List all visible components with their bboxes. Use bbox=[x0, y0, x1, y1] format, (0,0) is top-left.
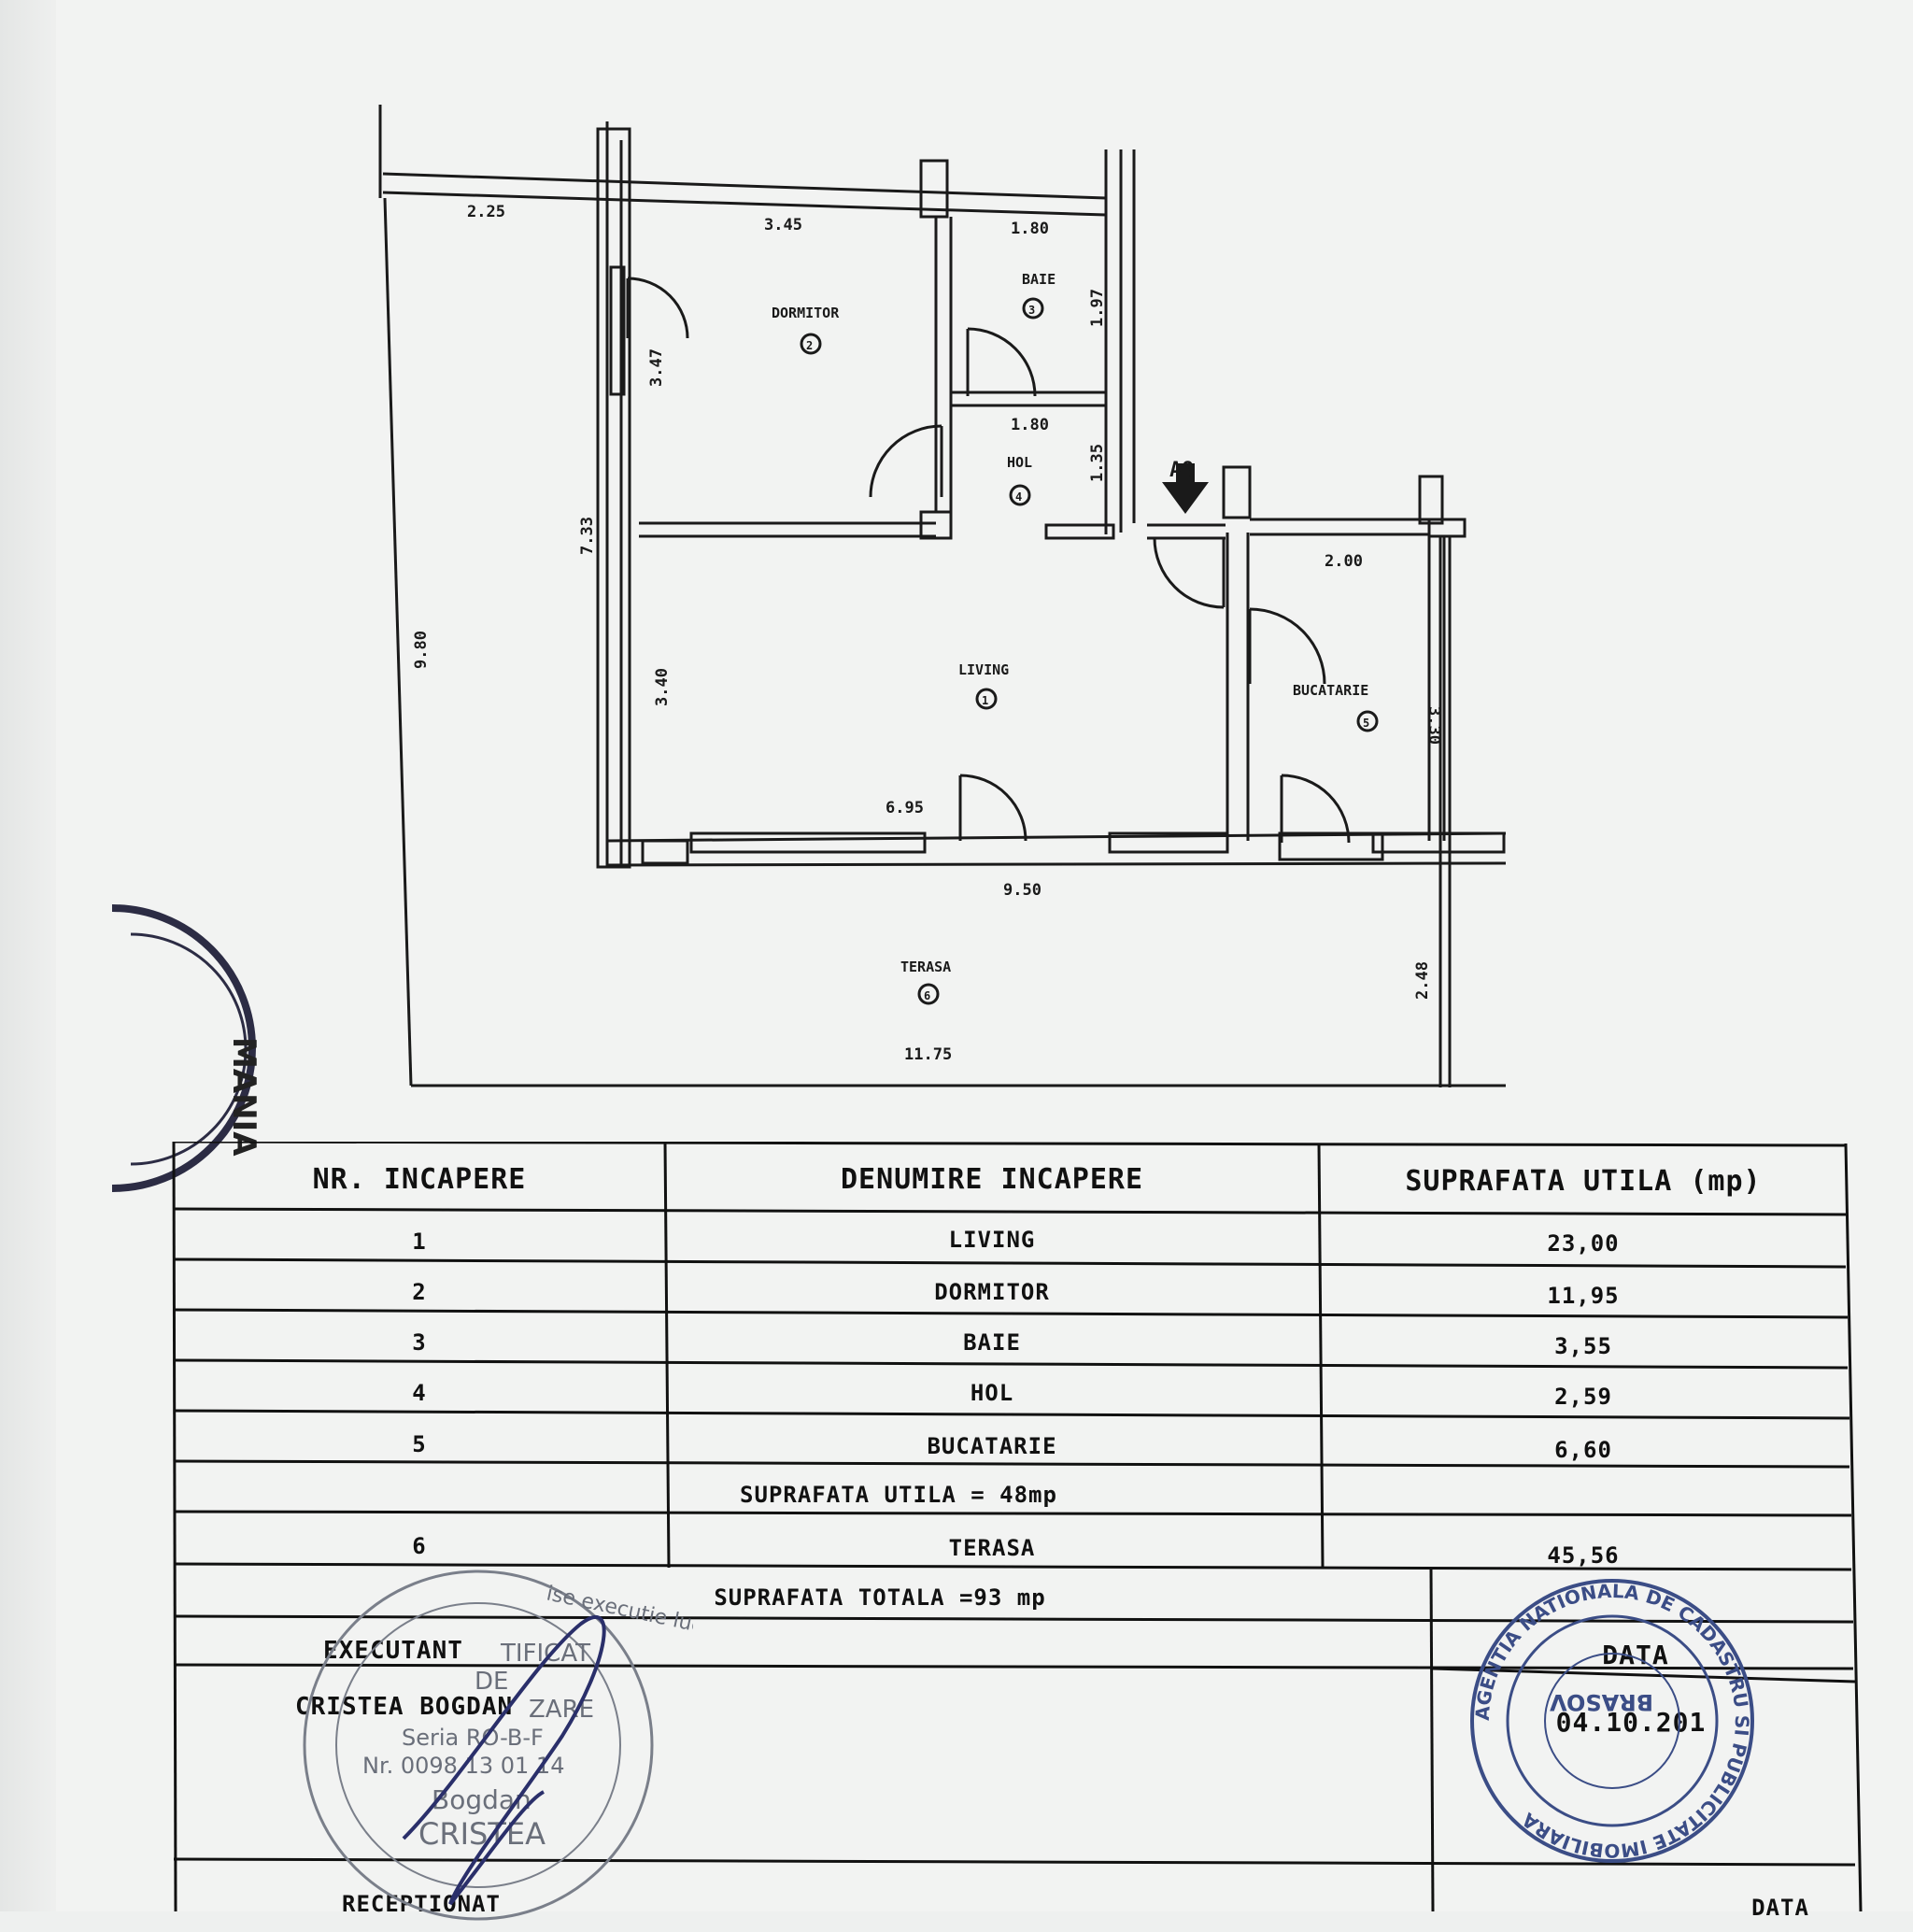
row-4-area: 2,59 bbox=[1554, 1384, 1612, 1410]
room-number-5: 5 bbox=[1363, 717, 1369, 730]
total-row: SUPRAFATA TOTALA =93 mp bbox=[714, 1584, 1046, 1611]
row-6-name: TERASA bbox=[948, 1535, 1036, 1561]
dim-2-00: 2.00 bbox=[1325, 552, 1363, 571]
row-3-nr: 3 bbox=[412, 1329, 427, 1356]
subtotal-row: SUPRAFATA UTILA = 48mp bbox=[740, 1482, 1057, 1508]
dim-11-75: 11.75 bbox=[904, 1045, 952, 1064]
room-number-1: 1 bbox=[982, 694, 988, 707]
room-label-terasa: TERASA bbox=[900, 959, 951, 975]
edge-stamp: MANIA bbox=[111, 904, 262, 1192]
agency-stamp-inner: BRASOV bbox=[1550, 1689, 1653, 1715]
agency-stamp: AGENTIA NATIONALA DE CADASTRU SI PUBLICI… bbox=[1470, 1579, 1754, 1863]
executant-stamp: ise executie lucrari de cadastru TIFICAT… bbox=[303, 1570, 693, 1921]
executant-label: EXECUTANT bbox=[323, 1637, 463, 1665]
dim-2-48: 2.48 bbox=[1413, 961, 1432, 1000]
row-2-nr: 2 bbox=[412, 1279, 427, 1305]
stamp-line-2: DE bbox=[475, 1668, 508, 1696]
room-number-2: 2 bbox=[806, 339, 813, 352]
signature bbox=[402, 1615, 606, 1906]
row-5-name: BUCATARIE bbox=[927, 1433, 1057, 1459]
dim-9-80: 9.80 bbox=[412, 631, 431, 669]
row-2-name: DORMITOR bbox=[934, 1279, 1050, 1305]
header-nr: NR. INCAPERE bbox=[312, 1162, 527, 1196]
row-3-name: BAIE bbox=[963, 1329, 1021, 1356]
dim-3-45: 3.45 bbox=[764, 216, 802, 234]
stamp-line-4: Seria RO-B-F bbox=[402, 1725, 544, 1751]
dim-3-47: 3.47 bbox=[647, 348, 666, 387]
row-6-area: 45,56 bbox=[1547, 1542, 1620, 1569]
dim-2-25: 2.25 bbox=[467, 203, 505, 221]
floor-plan: A9 DORMITOR BAIE HOL LIVING BUCATARIE TE… bbox=[378, 105, 1507, 1087]
header-suprafata: SUPRAFATA UTILA (mp) bbox=[1405, 1164, 1762, 1198]
room-label-bucatarie: BUCATARIE bbox=[1293, 682, 1368, 699]
header-denumire: DENUMIRE INCAPERE bbox=[840, 1162, 1144, 1196]
row-1-area: 23,00 bbox=[1547, 1230, 1620, 1257]
document-sheet bbox=[56, 0, 1913, 1911]
executant-name: CRISTEA BOGDAN bbox=[295, 1693, 514, 1721]
dim-3-40: 3.40 bbox=[653, 668, 672, 706]
room-table-grid bbox=[172, 1142, 1863, 1911]
row-3-area: 3,55 bbox=[1554, 1333, 1612, 1359]
room-label-dormitor: DORMITOR bbox=[772, 305, 840, 321]
dim-9-50: 9.50 bbox=[1003, 881, 1042, 900]
room-number-6: 6 bbox=[924, 989, 930, 1002]
row-6-nr: 6 bbox=[412, 1533, 427, 1559]
room-number-4: 4 bbox=[1015, 490, 1022, 504]
stamp-line-7: CRISTEA bbox=[418, 1816, 546, 1852]
row-4-name: HOL bbox=[970, 1380, 1014, 1406]
dim-1-80-top: 1.80 bbox=[1011, 220, 1049, 238]
row-5-nr: 5 bbox=[412, 1431, 427, 1457]
dim-3-30: 3.30 bbox=[1424, 706, 1443, 745]
dim-1-97: 1.97 bbox=[1088, 289, 1107, 327]
row-1-name: LIVING bbox=[948, 1227, 1036, 1253]
dim-6-95: 6.95 bbox=[886, 799, 924, 817]
room-label-hol: HOL bbox=[1007, 454, 1032, 471]
room-number-3: 3 bbox=[1028, 304, 1035, 317]
edge-stamp-text: MANIA bbox=[225, 1037, 262, 1157]
page-edge-shadow bbox=[0, 0, 65, 1911]
data-label-bottom: DATA bbox=[1751, 1895, 1809, 1921]
row-4-nr: 4 bbox=[412, 1380, 427, 1406]
dim-1-80-hol: 1.80 bbox=[1011, 416, 1049, 434]
room-label-baie: BAIE bbox=[1022, 271, 1056, 288]
dim-7-33: 7.33 bbox=[578, 517, 597, 555]
row-5-area: 6,60 bbox=[1554, 1437, 1612, 1463]
dim-1-35: 1.35 bbox=[1088, 444, 1107, 482]
entrance-arrow-icon bbox=[1162, 482, 1209, 514]
row-2-area: 11,95 bbox=[1547, 1283, 1620, 1309]
row-1-nr: 1 bbox=[412, 1229, 427, 1255]
entrance-label: A9 bbox=[1169, 459, 1195, 482]
room-label-living: LIVING bbox=[958, 661, 1009, 678]
